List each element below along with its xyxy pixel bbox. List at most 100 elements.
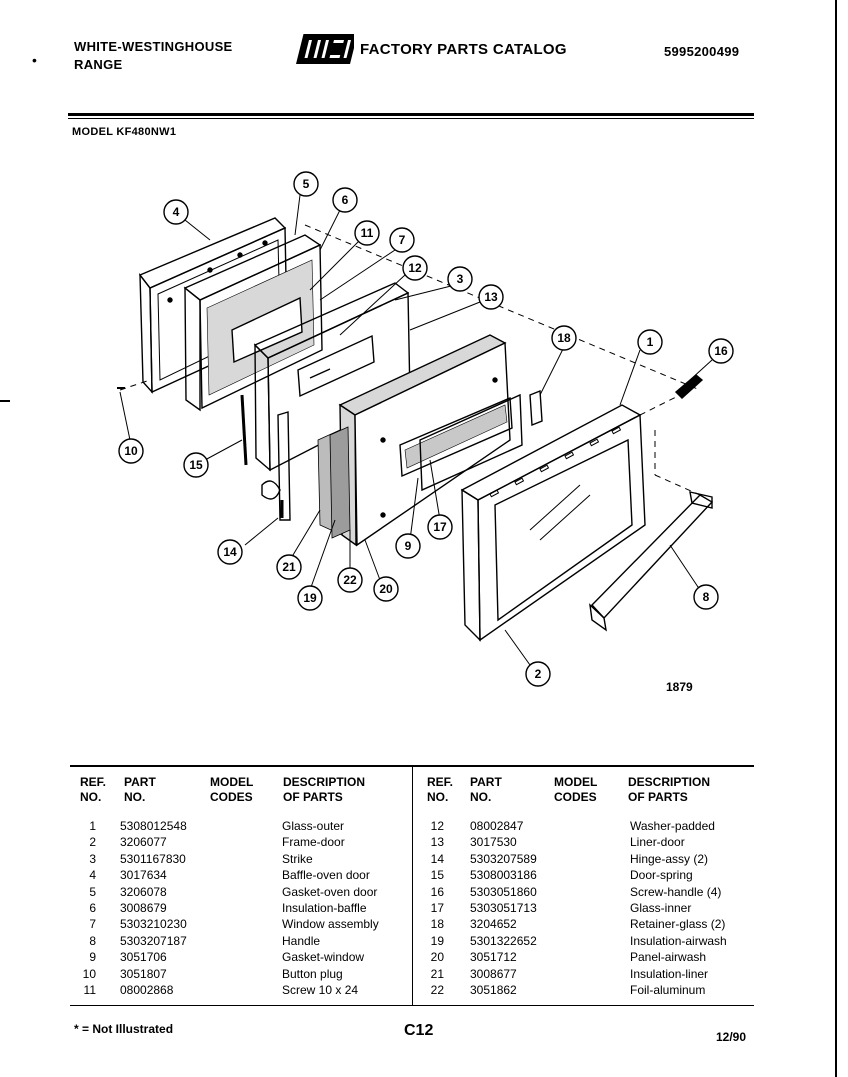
callout-15-label: 15 [189, 458, 203, 472]
table-row-description: Window assembly [282, 917, 379, 932]
hinge-spring-part [240, 394, 291, 521]
table-row-part: 5303210230 [120, 917, 187, 932]
callout-18-circle [551, 325, 577, 351]
inner-glass-part [419, 393, 523, 492]
table-row-ref: 1 [89, 819, 96, 833]
table-row-part: 5301322652 [470, 933, 537, 948]
table-center-divider [412, 767, 413, 1005]
table-row-description: Gasket-window [282, 950, 365, 965]
table-row-description: Baffle-oven door [282, 868, 370, 883]
header-description-left: DESCRIPTION OF PARTS [283, 775, 365, 805]
table-row-description: Glass-inner [630, 901, 692, 916]
table-row-description: Strike [282, 851, 313, 866]
drawing-number: 1879 [666, 680, 693, 694]
callout-3-label: 3 [457, 272, 464, 286]
table-row-part: 3017634 [120, 868, 167, 883]
table-row-ref: 17 [430, 901, 444, 916]
callout-20-circle [373, 576, 399, 602]
callout-3-circle [447, 266, 473, 292]
callout-13-label: 13 [484, 290, 498, 304]
table-row-part: 3051862 [470, 983, 517, 998]
callout-9-circle [395, 533, 421, 559]
callout-6-circle [332, 187, 358, 213]
table-row-part: 3051807 [120, 966, 167, 981]
table-row-description: Gasket-oven door [282, 884, 378, 899]
table-row-part: 3008679 [120, 901, 167, 916]
callout-8-label: 8 [703, 590, 710, 604]
callout-2-label: 2 [535, 667, 542, 681]
wci-logo [296, 34, 354, 64]
callout-17-circle [427, 514, 453, 540]
header-ref-no-right: REF. NO. [427, 775, 453, 805]
callout-19-label: 19 [303, 591, 317, 605]
callout-11-circle [354, 220, 380, 246]
table-row-description: Button plug [282, 966, 343, 981]
table-row-ref: 3 [89, 851, 96, 866]
left-ref-column: 1 2 3 4 5 6 7 8 9 10 11 [70, 818, 96, 998]
table-row-ref: 5 [89, 884, 96, 899]
model-number: MODEL KF480NW1 [72, 126, 177, 138]
callout-12-label: 12 [408, 261, 422, 275]
table-bottom-rule [70, 1005, 754, 1006]
header-model-codes-left: MODEL CODES [210, 775, 253, 805]
table-row-ref: 10 [82, 966, 96, 981]
callout-10-circle [118, 438, 144, 464]
header-ref-line1: REF. [80, 775, 107, 789]
header-rule-thick [68, 113, 754, 116]
table-row-ref: 21 [430, 966, 444, 981]
table-row-description: Frame-door [282, 835, 345, 850]
table-row-ref: 6 [89, 901, 96, 916]
header-part-line1: PART [124, 775, 156, 789]
table-row-description: Glass-outer [282, 819, 345, 833]
table-row-description: Insulation-baffle [282, 901, 367, 916]
callout-20-label: 20 [379, 582, 393, 596]
table-row-part: 5308012548 [120, 819, 187, 833]
callout-15-circle [183, 452, 209, 478]
table-row-ref: 9 [89, 950, 96, 965]
table-row-description: Door-spring [630, 868, 693, 883]
table-row-part: 5303207187 [120, 933, 187, 948]
callout-22-label: 22 [343, 573, 357, 587]
frame-door-part [460, 404, 646, 642]
callout-21-circle [276, 554, 302, 580]
table-row-description: Screw-handle (4) [630, 884, 722, 899]
callout-5-label: 5 [303, 177, 310, 191]
callout-22-circle [337, 567, 363, 593]
table-row-part: 3204652 [470, 917, 517, 932]
callout-12-circle [402, 255, 428, 281]
callout-leaders [119, 194, 713, 666]
callout-7-label: 7 [399, 233, 406, 247]
table-row-description: Insulation-airwash [630, 933, 727, 948]
table-row-ref: 18 [430, 917, 444, 932]
header-part-no-left: PART NO. [124, 775, 156, 805]
retainer-glass-part [529, 389, 543, 427]
table-row-ref: 14 [430, 851, 444, 866]
table-row-part: 5308003186 [470, 868, 537, 883]
header-model-line1: MODEL [210, 775, 254, 789]
callout-21-label: 21 [282, 560, 296, 574]
page-code: C12 [404, 1022, 434, 1039]
right-ref-column: 12 13 14 15 16 17 18 19 20 21 22 [418, 818, 444, 998]
table-row-part: 3206078 [120, 884, 167, 899]
header-ref-line1: REF. [427, 775, 454, 789]
header-desc-line2: OF PARTS [628, 790, 688, 804]
table-row-part: 08002868 [120, 983, 174, 998]
header-description-right: DESCRIPTION OF PARTS [628, 775, 710, 805]
header-ref-line2: NO. [80, 790, 102, 804]
table-row-ref: 7 [89, 917, 96, 932]
callout-1-label: 1 [647, 335, 654, 349]
exploded-parts-diagram: 4 5 6 11 7 12 3 13 18 1 16 10 15 14 21 1… [117, 171, 734, 687]
handle-part [589, 491, 714, 632]
table-row-description: Panel-airwash [630, 950, 707, 965]
table-row-ref: 2 [89, 835, 96, 850]
screw-handle-part [674, 374, 704, 399]
header-desc-line2: OF PARTS [283, 790, 343, 804]
callout-8-circle [693, 584, 719, 610]
table-row-part: 3017530 [470, 835, 517, 850]
product-type: RANGE [74, 57, 123, 72]
callout-11-label: 11 [361, 226, 374, 240]
right-part-column: 08002847 3017530 5303207589 5308003186 5… [470, 818, 537, 998]
table-row-description: Handle [282, 933, 321, 948]
header-ref-no-left: REF. NO. [80, 775, 106, 805]
header-desc-line1: DESCRIPTION [283, 775, 366, 789]
